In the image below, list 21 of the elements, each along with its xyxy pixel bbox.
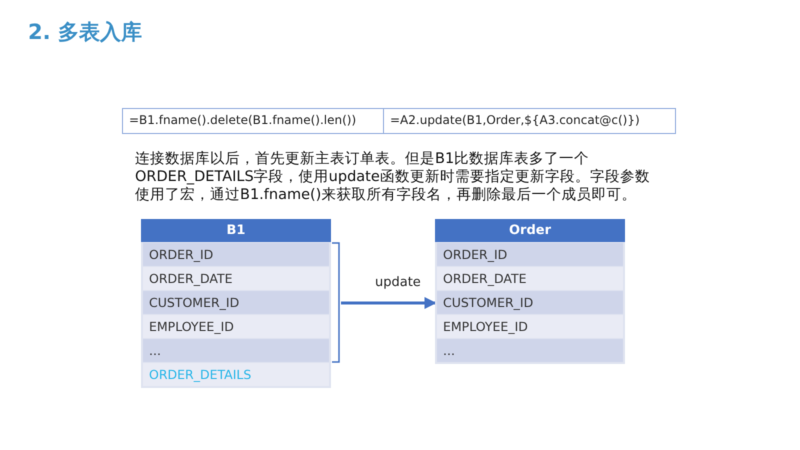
table-row: ... — [437, 339, 623, 362]
description-text: 连接数据库以后，首先更新主表订单表。但是B1比数据库表多了一个ORDER_DETAILS字段，使用update函数更新时需要指定更新字段。字段参数使用了宏，通过B1.fname()来获取所有字段名，再删除最后一个成员即可。 — [135, 150, 651, 204]
code-cell: =B1.fname().delete(B1.fname().len()) — [122, 108, 384, 134]
table-row: EMPLOYEE_ID — [437, 315, 623, 338]
table — [141, 219, 341, 388]
arrow — [341, 297, 436, 309]
table-row: CUSTOMER_ID — [143, 291, 329, 314]
slide-title: 2. 多表入库 — [28, 19, 142, 46]
table-row: CUSTOMER_ID — [437, 291, 623, 314]
table-row: EMPLOYEE_ID — [143, 315, 329, 338]
code-cell: =A2.update(B1,Order,${A3.concat@c()}) — [384, 108, 676, 134]
table-header: Order — [435, 219, 625, 242]
table-row: ORDER_DATE — [143, 267, 329, 290]
edge-label: update — [373, 275, 423, 290]
table — [435, 219, 625, 364]
table-row: ... — [143, 339, 329, 362]
table-row: ORDER_ID — [437, 243, 623, 266]
table-row: ORDER_DETAILS — [143, 363, 329, 386]
table-row: ORDER_ID — [143, 243, 329, 266]
table-row: ORDER_DATE — [437, 267, 623, 290]
table-header: B1 — [141, 219, 331, 242]
